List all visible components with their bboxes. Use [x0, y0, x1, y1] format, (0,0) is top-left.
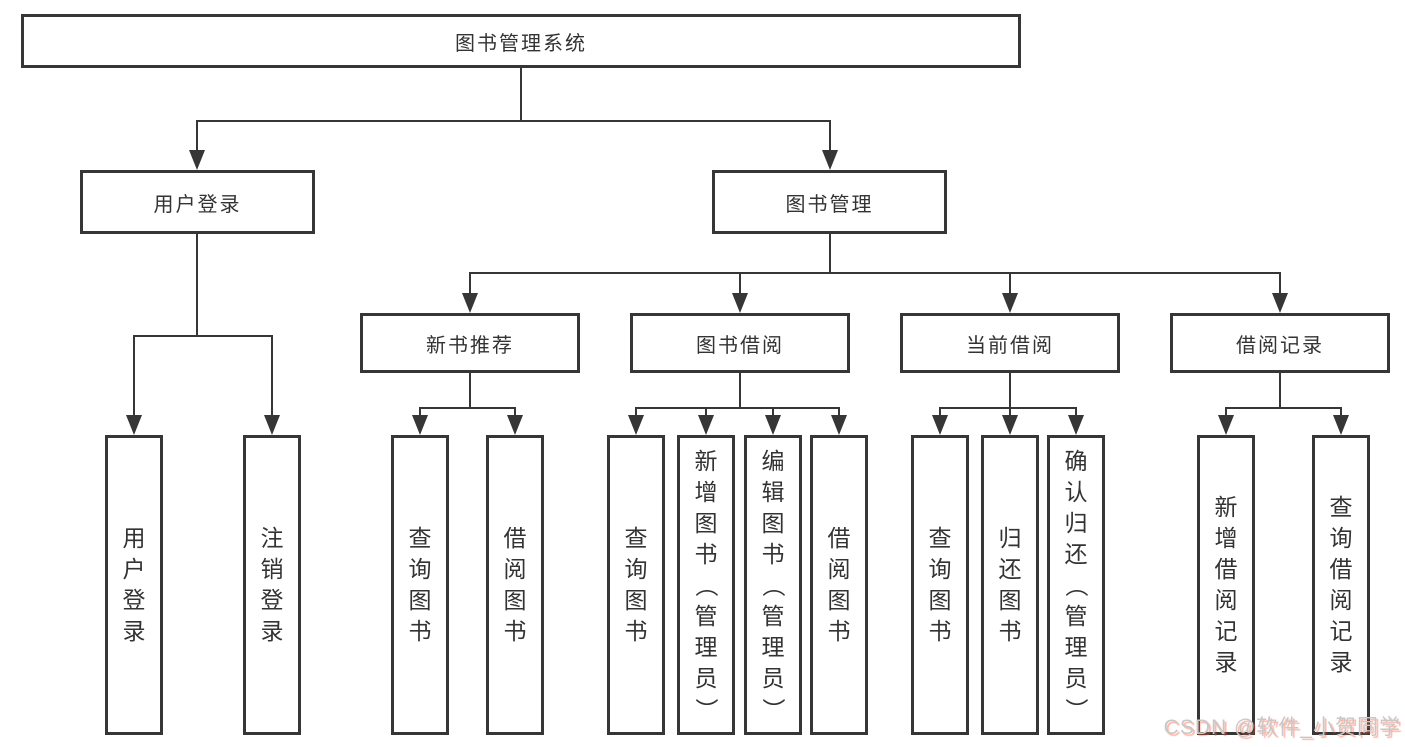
connector-line — [1075, 407, 1077, 417]
node-user-login: 用户登录 — [80, 170, 315, 234]
leaf-label: 确认归还（管理员） — [1063, 447, 1090, 721]
connector-line — [514, 407, 516, 417]
connector-line — [1009, 373, 1011, 407]
connector-arrow-down — [765, 415, 781, 435]
connector-line — [133, 335, 135, 415]
leaf-search-books-current: 查询图书 — [911, 435, 969, 735]
connector-arrow-down — [507, 415, 523, 435]
connector-line — [1009, 407, 1011, 417]
node-label: 图书管理系统 — [455, 32, 587, 55]
leaf-label: 查询图书 — [624, 525, 648, 644]
node-label: 新书推荐 — [426, 334, 514, 357]
connector-arrow-down — [1068, 415, 1084, 435]
connector-line — [469, 373, 471, 407]
connector-arrow-down — [698, 415, 714, 435]
connector-line — [1279, 272, 1281, 295]
connector-line — [939, 407, 1077, 409]
watermark: CSDN @软件_小贺同学 — [1163, 716, 1401, 739]
leaf-label: 查询图书 — [928, 525, 952, 644]
connector-arrow-down — [264, 415, 280, 435]
leaf-label: 查询图书 — [408, 525, 432, 644]
connector-arrow-down — [1002, 293, 1018, 313]
connector-line — [739, 373, 741, 407]
connector-arrow-down — [189, 150, 205, 170]
node-label: 借阅记录 — [1236, 334, 1324, 357]
connector-line — [1279, 373, 1281, 407]
connector-arrow-down — [732, 293, 748, 313]
node-borrowing-records: 借阅记录 — [1170, 313, 1390, 373]
connector-line — [635, 407, 637, 417]
leaf-add-borrow-record: 新增借阅记录 — [1197, 435, 1255, 735]
connector-line — [469, 272, 1281, 274]
leaf-return-books: 归还图书 — [981, 435, 1039, 735]
connector-arrow-down — [462, 293, 478, 313]
leaf-label: 归还图书 — [998, 525, 1022, 644]
leaf-edit-books-admin: 编辑图书（管理员） — [744, 435, 802, 735]
connector-line — [1225, 407, 1342, 409]
node-current-borrowing: 当前借阅 — [900, 313, 1120, 373]
connector-line — [635, 407, 840, 409]
leaf-search-books-recommend: 查询图书 — [391, 435, 449, 735]
node-label: 用户登录 — [153, 193, 242, 216]
connector-arrow-down — [1333, 415, 1349, 435]
leaf-user-login: 用户登录 — [105, 435, 163, 735]
node-book-borrowing: 图书借阅 — [630, 313, 850, 373]
connector-arrow-down — [822, 150, 838, 170]
connector-line — [271, 335, 273, 415]
connector-arrow-down — [1272, 293, 1288, 313]
node-label: 图书管理 — [785, 193, 874, 216]
connector-line — [196, 234, 198, 335]
connector-line — [1225, 407, 1227, 417]
connector-line — [196, 120, 831, 122]
connector-arrow-down — [1002, 415, 1018, 435]
connector-arrow-down — [932, 415, 948, 435]
node-label: 当前借阅 — [966, 334, 1054, 357]
connector-line — [469, 272, 471, 295]
leaf-label: 新增借阅记录 — [1214, 494, 1238, 675]
connector-arrow-down — [412, 415, 428, 435]
leaf-label: 借阅图书 — [827, 525, 851, 644]
connector-line — [419, 407, 421, 417]
leaf-label: 编辑图书（管理员） — [760, 447, 787, 721]
connector-line — [939, 407, 941, 417]
node-new-book-recommendation: 新书推荐 — [360, 313, 580, 373]
connector-line — [838, 407, 840, 417]
connector-line — [772, 407, 774, 417]
leaf-label: 新增图书（管理员） — [693, 447, 720, 721]
leaf-label: 注销登录 — [260, 525, 284, 644]
node-label: 图书借阅 — [696, 334, 784, 357]
connector-line — [739, 272, 741, 295]
leaf-label: 查询借阅记录 — [1329, 494, 1353, 675]
connector-arrow-down — [126, 415, 142, 435]
connector-line — [133, 335, 273, 337]
leaf-borrow-books-recommend: 借阅图书 — [486, 435, 544, 735]
connector-line — [520, 68, 522, 120]
connector-line — [1340, 407, 1342, 417]
connector-arrow-down — [831, 415, 847, 435]
leaf-add-books-admin: 新增图书（管理员） — [677, 435, 735, 735]
leaf-label: 借阅图书 — [503, 525, 527, 644]
connector-line — [419, 407, 516, 409]
leaf-logout: 注销登录 — [243, 435, 301, 735]
leaf-search-borrow-record: 查询借阅记录 — [1312, 435, 1370, 735]
connector-line — [705, 407, 707, 417]
connector-arrow-down — [628, 415, 644, 435]
leaf-search-books-borrow: 查询图书 — [607, 435, 665, 735]
connector-arrow-down — [1218, 415, 1234, 435]
connector-line — [829, 120, 831, 152]
connector-line — [196, 120, 198, 152]
node-library-management-system: 图书管理系统 — [21, 14, 1021, 68]
leaf-borrow-books: 借阅图书 — [810, 435, 868, 735]
connector-line — [829, 234, 831, 272]
node-book-management: 图书管理 — [712, 170, 947, 234]
leaf-label: 用户登录 — [122, 525, 146, 644]
connector-line — [1009, 272, 1011, 295]
leaf-confirm-return-admin: 确认归还（管理员） — [1047, 435, 1105, 735]
